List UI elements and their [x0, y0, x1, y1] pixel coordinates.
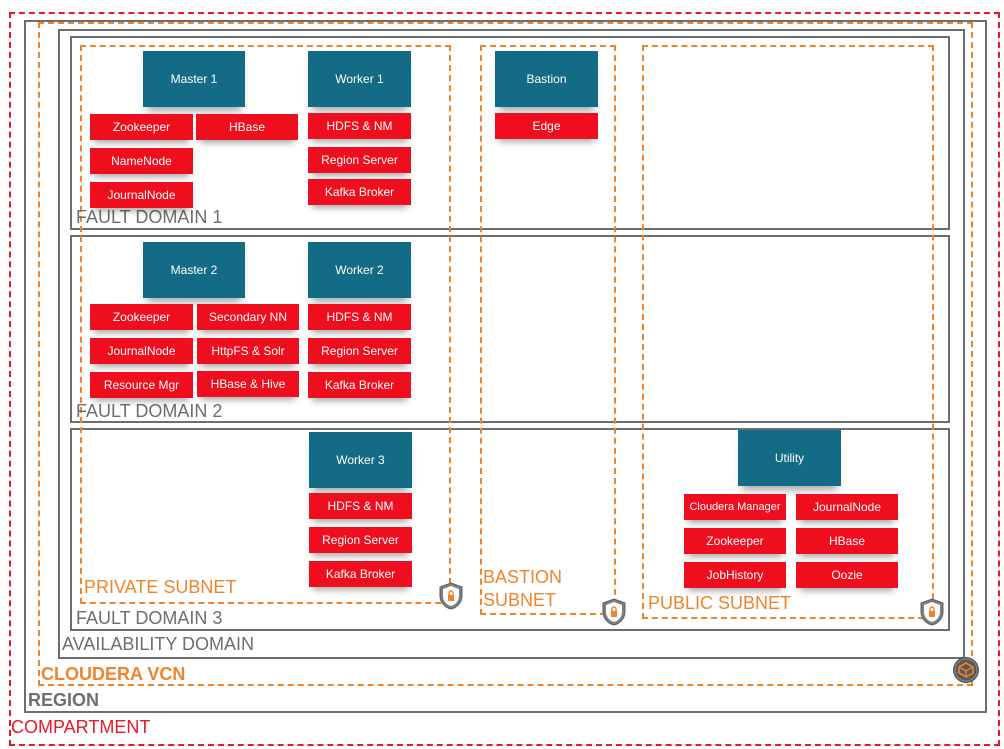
- worker-2-node: Worker 2: [308, 242, 411, 298]
- utility-oozie: Oozie: [796, 562, 898, 588]
- availability-domain-boundary: [58, 29, 965, 659]
- utility-journalnode: JournalNode: [796, 494, 898, 520]
- master-2-node: Master 2: [143, 242, 245, 298]
- worker-3-region-server: Region Server: [309, 527, 412, 553]
- master-2-journalnode: JournalNode: [90, 338, 193, 364]
- bastion-subnet-label-line2: SUBNET: [483, 590, 557, 610]
- utility-zookeeper: Zookeeper: [684, 528, 786, 554]
- master-1-node: Master 1: [143, 51, 245, 107]
- master-2-httpfs-solr: HttpFS & Solr: [197, 338, 299, 364]
- utility-cloudera-manager: Cloudera Manager: [684, 494, 786, 520]
- fault-domain-3-boundary: [70, 428, 950, 631]
- worker-3-kafka-broker: Kafka Broker: [309, 561, 412, 587]
- region-boundary: [24, 20, 987, 713]
- fault-domain-2-boundary: [70, 235, 950, 423]
- utility-hbase: HBase: [796, 528, 898, 554]
- master-2-secondary-nn: Secondary NN: [197, 304, 299, 330]
- vcn-label: CLOUDERA VCN: [41, 664, 186, 684]
- fault-domain-3-label: FAULT DOMAIN 3: [76, 608, 223, 628]
- public-subnet-boundary: [642, 45, 934, 619]
- private-subnet-label: PRIVATE SUBNET: [84, 577, 237, 597]
- fault-domain-1-label: FAULT DOMAIN 1: [76, 207, 223, 227]
- worker-1-hdfs-nm: HDFS & NM: [308, 113, 411, 139]
- compartment-label: COMPARTMENT: [11, 717, 151, 737]
- region-label: REGION: [28, 690, 100, 710]
- bastion-node: Bastion: [495, 51, 598, 107]
- utility-node: Utility: [738, 430, 841, 486]
- worker-2-region-server: Region Server: [308, 338, 411, 364]
- fault-domain-2-label: FAULT DOMAIN 2: [76, 401, 223, 421]
- bastion-subnet-boundary: [480, 45, 616, 615]
- worker-1-node: Worker 1: [308, 51, 411, 107]
- master-2-zookeeper: Zookeeper: [90, 304, 193, 330]
- utility-jobhistory: JobHistory: [684, 562, 786, 588]
- master-1-hbase: HBase: [196, 114, 298, 140]
- public-subnet-label: PUBLIC SUBNET: [648, 593, 792, 613]
- vcn-boundary: [38, 22, 973, 686]
- private-subnet-boundary: [80, 45, 451, 604]
- master-2-hbase-hive: HBase & Hive: [197, 371, 299, 397]
- master-1-zookeeper: Zookeeper: [90, 114, 193, 140]
- bastion-edge: Edge: [495, 113, 598, 139]
- master-1-namenode: NameNode: [90, 148, 193, 174]
- worker-3-hdfs-nm: HDFS & NM: [309, 493, 412, 519]
- fault-domain-1-boundary: [70, 36, 950, 230]
- worker-1-kafka-broker: Kafka Broker: [308, 179, 411, 205]
- master-2-resource-mgr: Resource Mgr: [90, 372, 193, 398]
- bastion-subnet-security-shield-lock-icon: [602, 598, 626, 626]
- availability-domain-label: AVAILABILITY DOMAIN: [62, 634, 255, 654]
- private-subnet-security-shield-lock-icon: [439, 582, 463, 610]
- bastion-subnet-label-line1: BASTION: [483, 567, 563, 587]
- public-subnet-security-shield-lock-icon: [920, 598, 944, 626]
- worker-3-node: Worker 3: [309, 432, 412, 488]
- compartment-boundary: [9, 12, 1000, 746]
- master-1-journalnode: JournalNode: [90, 182, 193, 208]
- worker-2-kafka-broker: Kafka Broker: [308, 372, 411, 398]
- worker-2-hdfs-nm: HDFS & NM: [308, 304, 411, 330]
- worker-1-region-server: Region Server: [308, 147, 411, 173]
- internet-gateway-icon: [952, 656, 980, 684]
